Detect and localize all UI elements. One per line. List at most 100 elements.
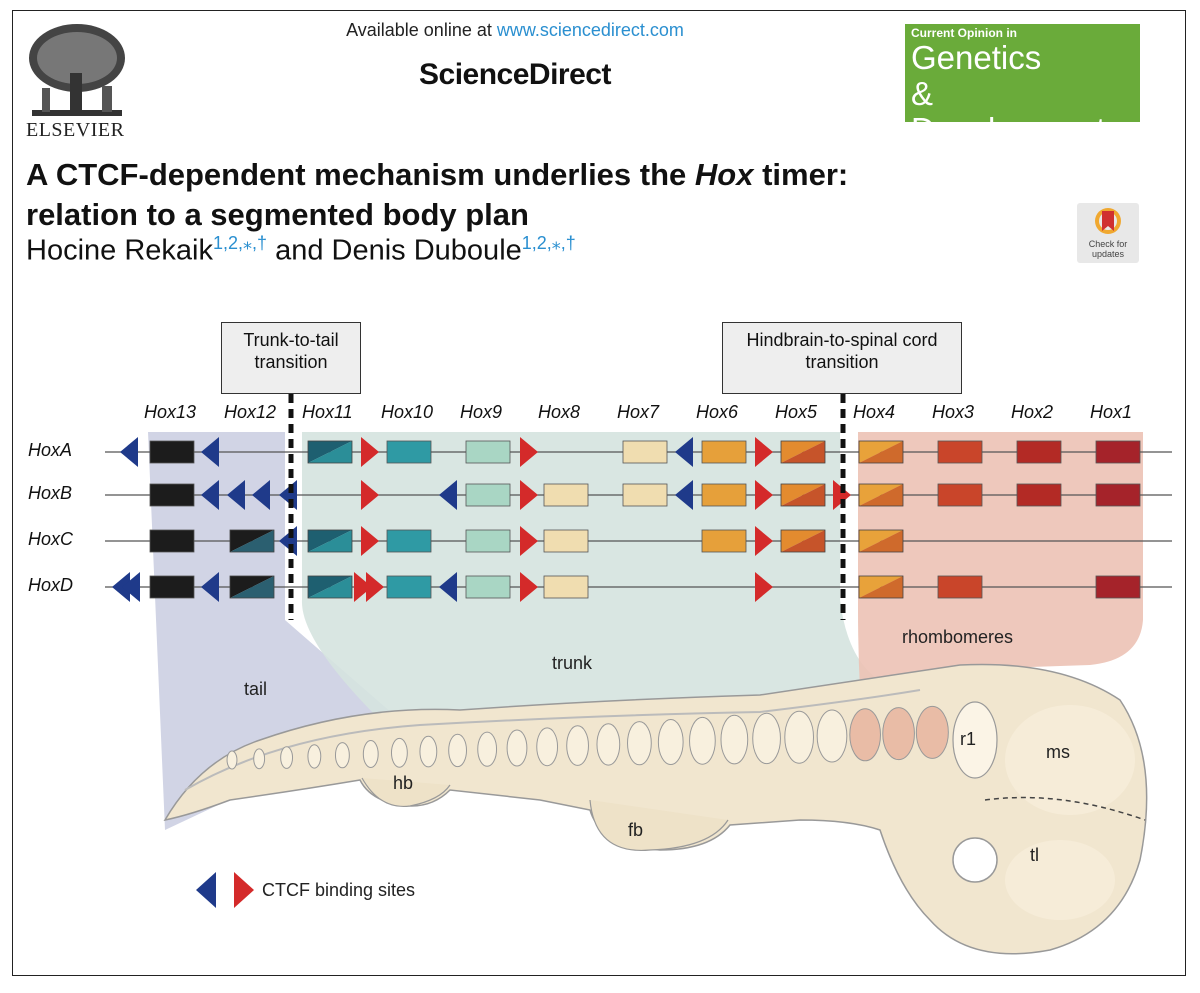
hox-gene	[701, 483, 747, 507]
author2[interactable]: Denis Duboule	[331, 234, 522, 267]
paralog-label: Hox8	[538, 402, 581, 422]
somite	[752, 712, 781, 765]
hox-gene	[149, 440, 195, 464]
trunk-label: trunk	[552, 653, 593, 673]
paralog-label: Hox3	[932, 402, 975, 422]
ctcf-red-icon	[366, 572, 384, 602]
hox-gene	[229, 529, 275, 553]
hox-gene	[1016, 440, 1062, 464]
hox-gene	[858, 575, 904, 599]
journal-line1: Genetics	[911, 39, 1042, 76]
ctcf-red-icon	[354, 572, 372, 602]
sciencedirect-link[interactable]: www.sciencedirect.com	[496, 20, 684, 40]
r1-label: r1	[960, 729, 977, 749]
cluster-label: HoxC	[28, 529, 74, 549]
hox-gene	[937, 575, 983, 599]
hox-gene	[1095, 483, 1141, 507]
elsevier-tree-logo	[22, 18, 134, 118]
hox-gene	[149, 483, 195, 507]
hox-gene	[386, 440, 432, 464]
ctcf-blue-icon	[122, 572, 140, 602]
paralog-label: Hox7	[617, 402, 660, 422]
paralog-label: Hox13	[144, 402, 197, 422]
ctcf-blue-icon	[201, 572, 219, 602]
somite	[253, 748, 266, 770]
somite	[596, 723, 621, 766]
somite	[882, 707, 915, 761]
ctcf-red-icon	[520, 480, 538, 510]
available-online: Available online at www.sciencedirect.co…	[280, 20, 750, 41]
tl-region	[1005, 840, 1115, 920]
paralog-label: Hox4	[853, 402, 896, 422]
article-title: A CTCF-dependent mechanism underlies the…	[26, 155, 1026, 235]
title-italic: Hox	[694, 157, 754, 192]
ctcf-red-icon	[520, 437, 538, 467]
ctcf-blue-icon	[252, 480, 270, 510]
hox-gene	[543, 575, 589, 599]
ctcf-red-icon	[755, 526, 773, 556]
hox-gene	[1095, 440, 1141, 464]
paralog-label: Hox11	[302, 402, 353, 422]
author2-affil[interactable]: 1,2,⁎,†	[521, 233, 576, 253]
title-part2: timer:	[753, 157, 849, 192]
fb-bulge	[589, 799, 729, 851]
ctcf-blue-icon	[112, 572, 130, 602]
hox-gene	[465, 529, 511, 553]
somite	[362, 740, 379, 768]
title-line2: relation to a segmented body plan	[26, 197, 529, 232]
author1[interactable]: Hocine Rekaik	[26, 234, 213, 267]
somite	[506, 729, 528, 767]
tl-label: tl	[1030, 845, 1039, 865]
sciencedirect-brand: ScienceDirect	[419, 58, 611, 91]
trunk-to-tail-l1: Trunk-to-tail	[243, 330, 339, 350]
ctcf-blue-icon	[201, 480, 219, 510]
authors: Hocine Rekaik1,2,⁎,† and Denis Duboule1,…	[26, 233, 576, 268]
hox-gene	[307, 529, 353, 553]
hox-gene	[386, 575, 432, 599]
check-for-updates-button[interactable]: Check for updates	[1077, 203, 1139, 263]
hox-gene	[149, 529, 195, 553]
trunk-to-tail-box: Trunk-to-tail transition	[221, 322, 361, 394]
legend-ctcf-blue-icon	[196, 872, 216, 908]
somite	[307, 744, 322, 769]
hox-gene	[465, 575, 511, 599]
hox-gene	[937, 483, 983, 507]
hox-gene	[780, 529, 826, 553]
paralog-label: Hox10	[381, 402, 434, 422]
hox-gene	[858, 440, 904, 464]
eye	[952, 837, 998, 883]
available-prefix: Available online at	[346, 20, 497, 40]
paralog-label: Hox12	[224, 402, 277, 422]
somite	[334, 742, 350, 769]
somite	[816, 709, 848, 763]
neural-tube	[184, 689, 921, 791]
hox-gene	[543, 483, 589, 507]
somite	[784, 710, 815, 764]
hox-gene	[465, 483, 511, 507]
paralog-label: Hox1	[1090, 402, 1133, 422]
ctcf-red-icon	[520, 526, 538, 556]
ctcf-red-icon	[361, 480, 379, 510]
publisher-name: ELSEVIER	[26, 119, 125, 141]
trunk-region	[301, 432, 905, 740]
somite	[280, 746, 294, 769]
fb-label: fb	[628, 820, 644, 840]
hb-label: hb	[393, 773, 414, 793]
ctcf-red-icon	[755, 437, 773, 467]
author1-affil[interactable]: 1,2,⁎,†	[212, 233, 268, 253]
somite	[566, 725, 589, 766]
somites	[226, 705, 949, 770]
trunk-to-tail-l2: transition	[254, 352, 328, 372]
hindbrain-l2: transition	[805, 352, 879, 372]
somite	[390, 737, 408, 768]
cluster-label: HoxA	[28, 440, 73, 460]
ctcf-red-icon	[755, 572, 773, 602]
hox-gene	[701, 440, 747, 464]
hox-gene	[543, 529, 589, 553]
ctcf-blue-icon	[439, 572, 457, 602]
somite	[419, 735, 438, 768]
journal-badge: Current Opinion in Genetics & Developmen…	[905, 24, 1140, 148]
hox-gene	[307, 440, 353, 464]
hb-bulge	[361, 777, 451, 808]
paralog-label: Hox5	[775, 402, 818, 422]
